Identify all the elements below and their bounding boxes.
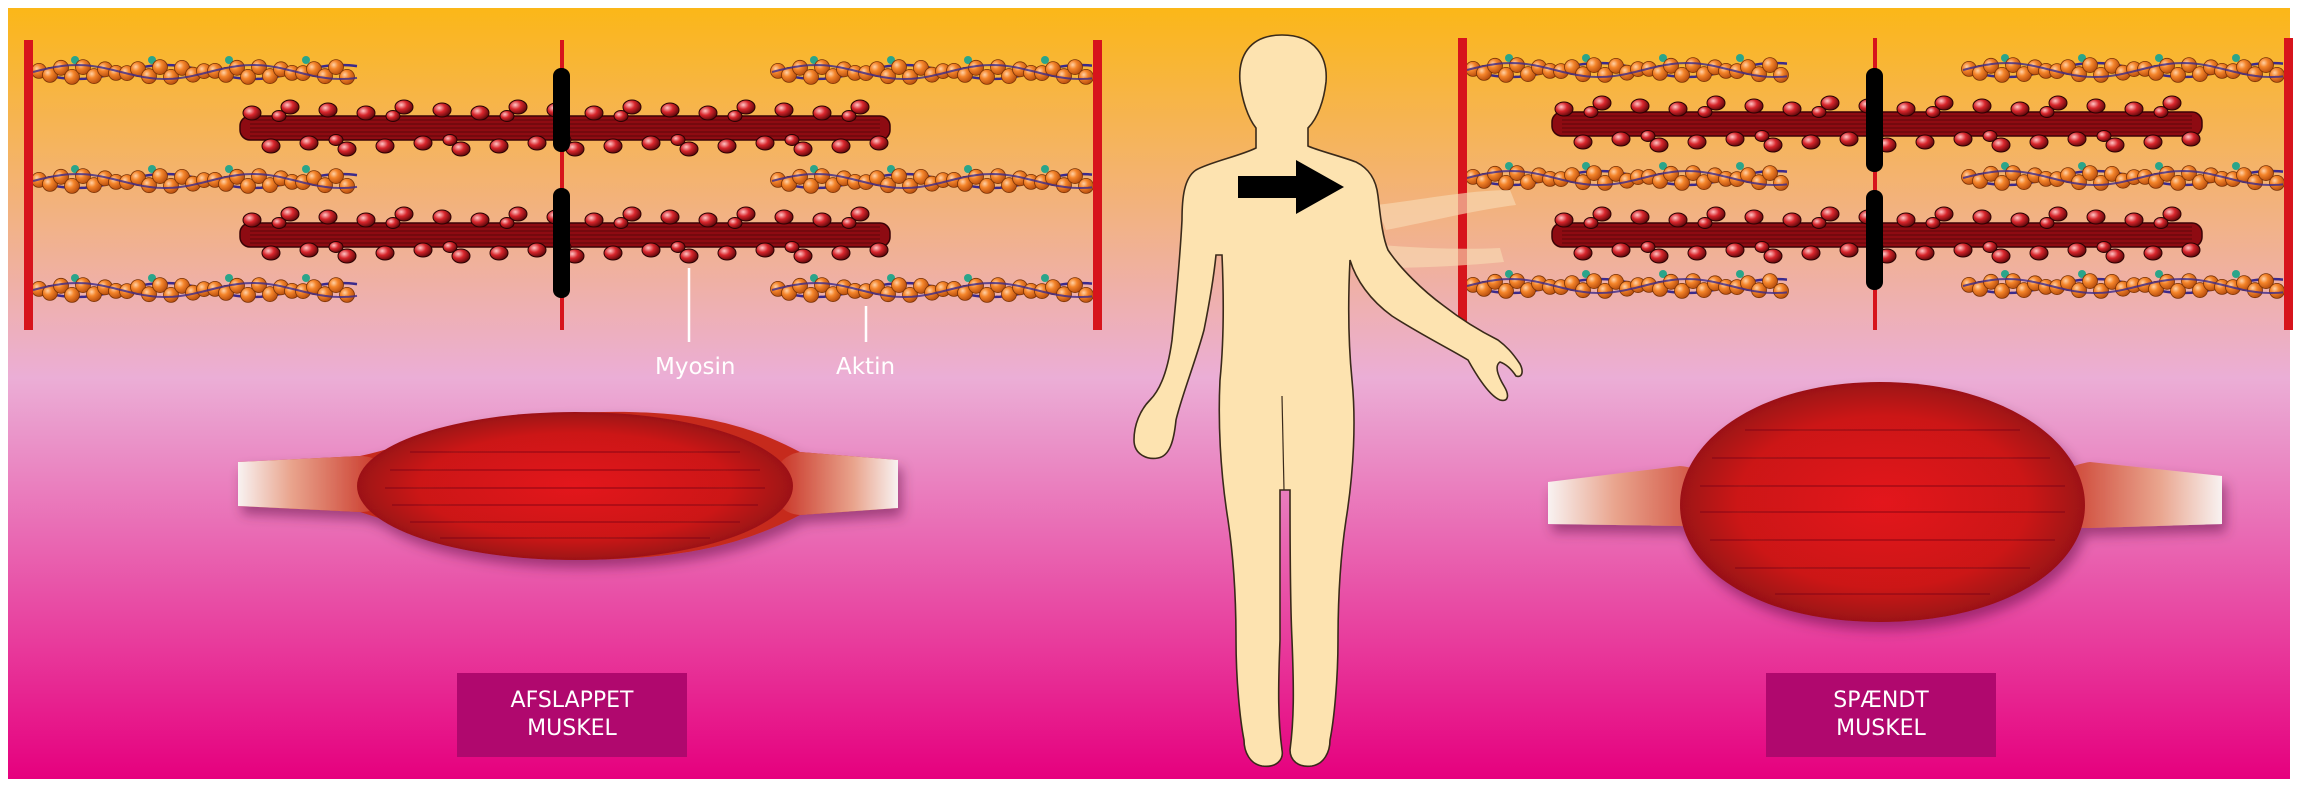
relaxed-badge-line-2: MUSKEL — [457, 715, 687, 743]
m-line-upper — [1866, 68, 1883, 172]
z-disc-right — [2284, 38, 2293, 330]
muscle-belly — [1680, 382, 2085, 622]
z-disc-left — [24, 40, 33, 330]
m-line-upper — [553, 68, 570, 152]
tense-muscle-badge: SPÆNDT MUSKEL — [1766, 673, 1996, 757]
z-disc-left — [1458, 38, 1467, 330]
myosin-label: Myosin — [655, 354, 735, 380]
relaxed-badge-line-1: AFSLAPPET — [457, 687, 687, 715]
m-line-lower — [1866, 190, 1883, 290]
z-disc-right — [1093, 40, 1102, 330]
m-line-lower — [553, 188, 570, 298]
tense-badge-line-2: MUSKEL — [1766, 715, 1996, 743]
relaxed-muscle-badge: AFSLAPPET MUSKEL — [457, 673, 687, 757]
tense-badge-line-1: SPÆNDT — [1766, 687, 1996, 715]
aktin-label: Aktin — [836, 354, 895, 380]
